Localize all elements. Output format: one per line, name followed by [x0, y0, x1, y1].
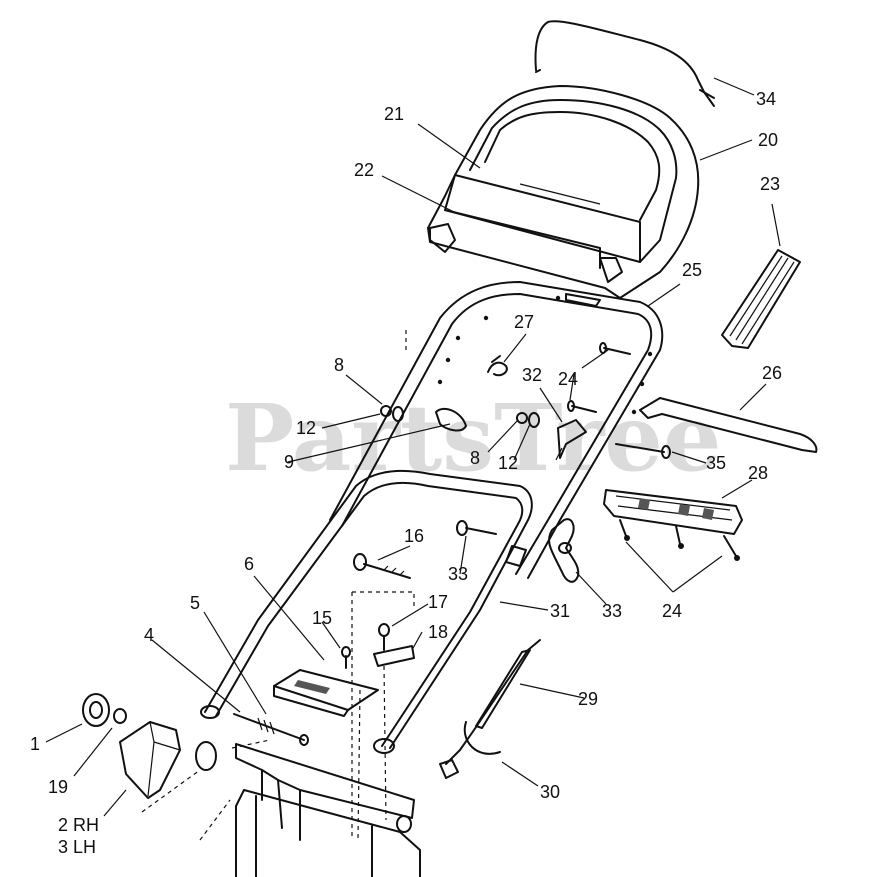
part-30-cable-end — [439, 721, 501, 779]
callout-12-right: 12 — [498, 453, 518, 473]
part-9-knob — [435, 407, 467, 432]
part-20-control-console — [427, 85, 700, 299]
callout-24-lower: 24 — [662, 601, 682, 621]
part-17-screw — [378, 623, 390, 651]
part-23-panel-strip — [721, 249, 801, 349]
part-31-lower-handle — [200, 469, 533, 754]
callout-30: 30 — [540, 782, 560, 802]
callout-8-left: 8 — [334, 355, 344, 375]
callout-35: 35 — [706, 453, 726, 473]
callout-8-right: 8 — [470, 448, 480, 468]
callout-labels: 34 20 21 22 23 25 27 8 32 24 26 12 9 8 1… — [30, 89, 782, 857]
callout-33-left: 33 — [448, 564, 468, 584]
callout-34: 34 — [756, 89, 776, 109]
part-33-knob — [548, 518, 580, 583]
part-5-shaft — [233, 713, 309, 746]
callout-32: 32 — [522, 365, 542, 385]
leader-lines — [45, 77, 781, 817]
part-28-control-housing — [603, 489, 743, 561]
callout-17: 17 — [428, 592, 448, 612]
assembly-guide-lines — [141, 330, 415, 841]
callout-23: 23 — [760, 174, 780, 194]
part-18-block — [373, 645, 415, 667]
callout-16: 16 — [404, 526, 424, 546]
callout-1: 1 — [30, 734, 40, 754]
callout-33-right: 33 — [602, 601, 622, 621]
part-16-bolt — [353, 553, 411, 579]
callout-24-upper: 24 — [558, 369, 578, 389]
part-32-cable-bracket — [555, 419, 587, 461]
part-33-bolt — [456, 520, 497, 536]
part-1-wheel-cap — [82, 693, 110, 727]
part-34-bail-bar — [534, 20, 715, 107]
part-19-bushing — [113, 708, 127, 724]
callout-22: 22 — [354, 160, 374, 180]
callout-20: 20 — [758, 130, 778, 150]
callout-15: 15 — [312, 608, 332, 628]
part-2-3-side-cover — [119, 721, 181, 799]
part-29-cable — [445, 639, 541, 765]
callout-25: 25 — [682, 260, 702, 280]
part-26-control-link — [639, 397, 818, 453]
callout-4: 4 — [144, 625, 154, 645]
callout-29: 29 — [578, 689, 598, 709]
mower-body — [195, 741, 421, 877]
callout-31: 31 — [550, 601, 570, 621]
callout-27: 27 — [514, 312, 534, 332]
hardware-nuts-washers — [380, 405, 540, 428]
callout-21: 21 — [384, 104, 404, 124]
part-35-bolt — [615, 443, 671, 459]
callout-18: 18 — [428, 622, 448, 642]
callout-3-lh: 3 LH — [58, 837, 96, 857]
callout-9: 9 — [284, 452, 294, 472]
callout-12-left: 12 — [296, 418, 316, 438]
part-25-upper-handle — [329, 281, 664, 579]
callout-2-rh: 2 RH — [58, 815, 99, 835]
partstree-watermark: PartsTree — [225, 384, 721, 492]
callout-28: 28 — [748, 463, 768, 483]
part-6-plate — [273, 669, 379, 717]
callout-6: 6 — [244, 554, 254, 574]
part-15-screw — [341, 646, 351, 669]
callout-26: 26 — [762, 363, 782, 383]
part-27-clip — [487, 355, 508, 377]
part-24-screws-upper — [567, 342, 631, 413]
callout-5: 5 — [190, 593, 200, 613]
callout-19: 19 — [48, 777, 68, 797]
